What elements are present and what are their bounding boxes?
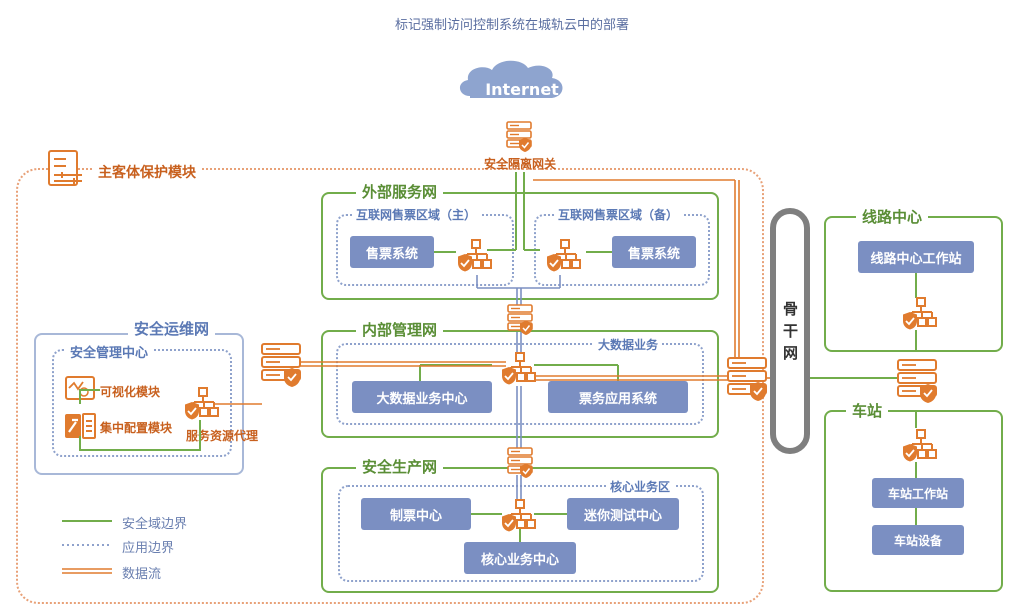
zone-backup-label: 互联网售票区域（备） <box>554 206 683 223</box>
config-module-label: 集中配置模块 <box>100 421 173 435</box>
zone-primary-label: 互联网售票区域（主） <box>352 206 481 223</box>
backbone-pipe <box>770 208 810 454</box>
legend-domain-boundary: 安全域边界 <box>122 517 188 532</box>
proxy-label: 服务资源代理 <box>186 429 259 443</box>
bigdata-zone-label: 大数据业务 <box>594 336 663 353</box>
ticket-app-system[interactable]: 票务应用系统 <box>548 381 688 413</box>
legend-app-boundary: 应用边界 <box>122 541 175 556</box>
station-label: 车站 <box>846 400 889 421</box>
mini-test-center[interactable]: 迷你测试中心 <box>567 498 679 530</box>
main-module-icon <box>46 148 86 190</box>
line-center-zone <box>824 216 1003 352</box>
station-workstation[interactable]: 车站工作站 <box>872 478 964 508</box>
station-equipment[interactable]: 车站设备 <box>872 525 964 555</box>
line-center-workstation[interactable]: 线路中心工作站 <box>858 241 974 273</box>
mgmt-center-label: 安全管理中心 <box>66 342 153 361</box>
bigdata-center[interactable]: 大数据业务中心 <box>352 381 492 413</box>
legend-data-flow: 数据流 <box>122 567 162 582</box>
internet-label: Internet <box>485 80 559 99</box>
bigdata-zone-boundary <box>336 343 704 425</box>
ticketing-center[interactable]: 制票中心 <box>361 498 471 530</box>
backbone-label: 骨干网 <box>783 300 799 362</box>
gateway-server-icon <box>506 121 532 153</box>
core-business-center[interactable]: 核心业务中心 <box>464 542 576 574</box>
internal-net-label: 内部管理网 <box>356 319 444 340</box>
external-net-label: 外部服务网 <box>356 181 444 202</box>
config-module-icon <box>64 412 96 440</box>
visual-module-label: 可视化模块 <box>100 385 161 399</box>
core-zone-label: 核心业务区 <box>606 478 675 495</box>
ticket-system-primary[interactable]: 售票系统 <box>350 236 434 268</box>
production-net-label: 安全生产网 <box>356 456 444 477</box>
ops-net-label: 安全运维网 <box>128 318 216 339</box>
main-module-label: 主客体保护模块 <box>92 162 202 182</box>
diagram-title: 标记强制访问控制系统在城轨云中的部署 <box>394 18 629 33</box>
ticket-system-backup[interactable]: 售票系统 <box>612 236 696 268</box>
visual-module-icon <box>64 374 96 404</box>
server-backbone-right-icon <box>897 359 937 404</box>
internet-cloud <box>459 60 563 98</box>
line-center-label: 线路中心 <box>856 206 929 227</box>
